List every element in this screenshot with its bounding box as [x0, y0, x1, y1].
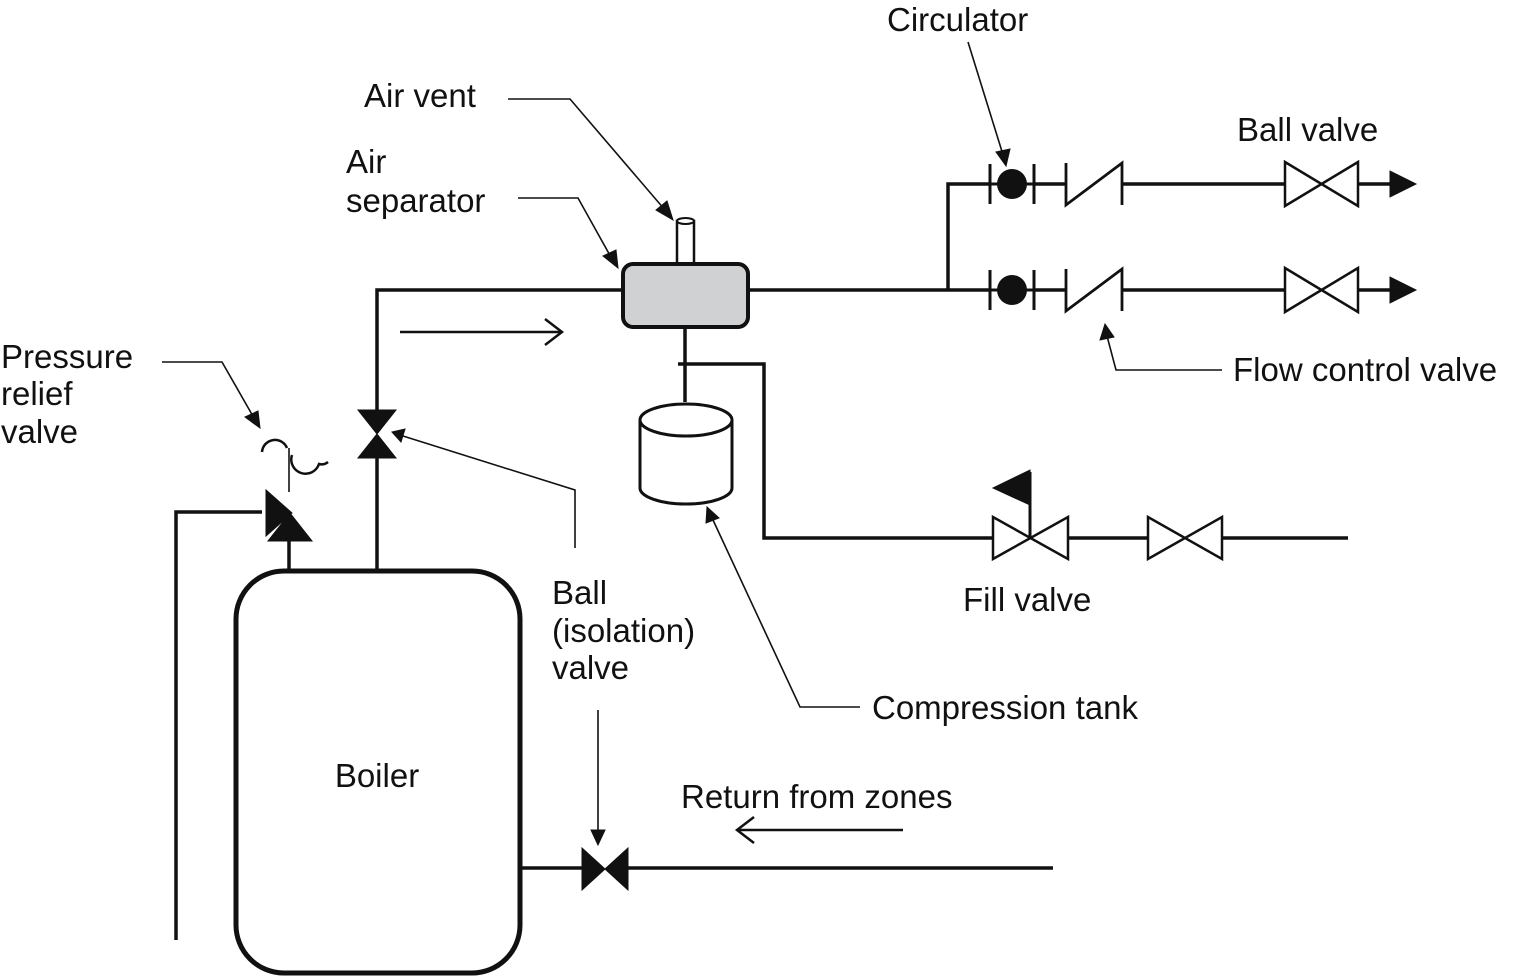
relief-discharge-pipe — [174, 448, 291, 940]
ball-valve-zone-2 — [1283, 265, 1360, 315]
label-ball-valve: Ball valve — [1237, 111, 1378, 148]
label-compression-tank: Compression tank — [872, 689, 1138, 726]
leader-ball-isolation — [391, 428, 576, 548]
leader-circulator — [967, 41, 1011, 168]
zone-2-outlet-arrow — [1389, 276, 1418, 304]
flow-control-valve-zone-1 — [1064, 160, 1124, 208]
zone-1-outlet-arrow — [1389, 170, 1418, 198]
supply-isolation-valve — [356, 409, 398, 459]
return-isolation-valve — [581, 846, 629, 892]
leader-air-vent — [508, 98, 674, 222]
fill-valve — [991, 469, 1070, 562]
label-fill-valve: Fill valve — [963, 581, 1091, 618]
label-circulator: Circulator — [887, 1, 1028, 38]
circulator-zone-1 — [988, 164, 1036, 204]
fill-line-pipe — [678, 327, 1348, 540]
label-pressure-relief-line1: Pressure — [1, 338, 133, 375]
boiler — [233, 568, 523, 976]
label-pressure-relief-line3: valve — [1, 413, 78, 450]
label-air-separator-line1: Air — [346, 143, 386, 180]
boiler-label: Boiler — [335, 757, 419, 794]
fill-line-ball-valve — [1146, 514, 1224, 562]
leader-pressure-relief — [162, 361, 261, 430]
label-air-separator-line2: separator — [346, 182, 485, 219]
air-vent-cap — [676, 217, 695, 225]
label-ball-isolation-line2: (isolation) — [552, 612, 695, 649]
circulator-zone-2 — [988, 270, 1036, 310]
supply-flow-arrow — [400, 318, 565, 346]
label-air-vent: Air vent — [364, 77, 476, 114]
label-pressure-relief-line2: relief — [1, 375, 73, 412]
leader-compression-tank — [705, 505, 860, 708]
ball-valve-zone-1 — [1283, 159, 1360, 209]
air-vent — [675, 219, 696, 266]
leader-flow-control — [1099, 322, 1222, 371]
leader-return-isolation — [590, 710, 606, 847]
label-ball-isolation-line1: Ball — [552, 574, 607, 611]
pressure-relief-valve — [260, 438, 329, 542]
label-return-from-zones: Return from zones — [681, 778, 952, 815]
label-flow-control-valve: Flow control valve — [1233, 351, 1497, 388]
leader-air-separator — [518, 197, 619, 270]
flow-control-valve-zone-2 — [1064, 266, 1124, 314]
air-separator — [621, 262, 750, 329]
compression-tank — [638, 402, 734, 506]
supply-pipe — [375, 182, 990, 570]
return-flow-arrow — [734, 816, 903, 844]
label-ball-isolation-line3: valve — [552, 649, 629, 686]
